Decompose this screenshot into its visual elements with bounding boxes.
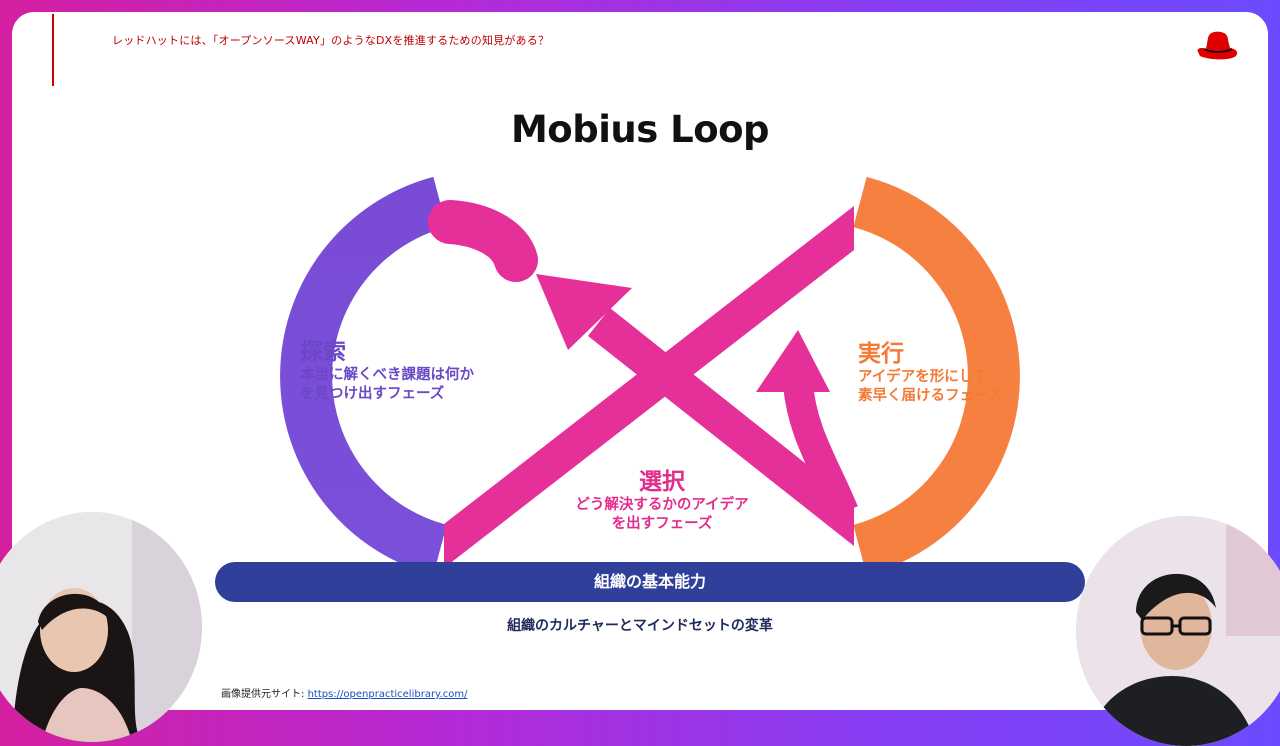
phase-execute: 実行 アイデアを形にして 素早く届けるフェーズ	[858, 340, 1002, 406]
speaker-video-right	[1076, 516, 1280, 746]
rising-arrow-shaft	[783, 382, 858, 518]
phase-select: 選択 どう解決するかのアイデア を出すフェーズ	[552, 468, 772, 534]
source-link[interactable]: https://openpracticelibrary.com/	[307, 689, 468, 700]
phase-select-line1: どう解決するかのアイデア	[575, 497, 749, 513]
phase-explore-line2: を見つけ出すフェーズ	[300, 386, 445, 402]
loop-cap	[428, 200, 538, 282]
phase-explore: 探索 本当に解くべき課題は何か を見つけ出すフェーズ	[300, 338, 474, 404]
phase-select-line2: を出すフェーズ	[611, 516, 713, 532]
execute-arc	[853, 176, 1020, 576]
red-hat-logo-icon	[1197, 31, 1238, 60]
phase-explore-line1: 本当に解くべき課題は何か	[300, 367, 474, 383]
rising-band	[444, 206, 854, 568]
presentation-slide: レッドハットには、「オープンソースWAY」のようなDXを推進するための知見がある…	[12, 12, 1268, 710]
mobius-loop-diagram	[280, 176, 1020, 576]
culture-label: 組織のカルチャーとマインドセットの変革	[507, 618, 773, 634]
phase-execute-line1: アイデアを形にして	[858, 369, 988, 385]
phase-select-title: 選択	[639, 469, 685, 495]
accent-line	[52, 14, 54, 86]
image-source: 画像提供元サイト: https://openpracticelibrary.co…	[221, 685, 467, 700]
phase-explore-title: 探索	[300, 339, 346, 365]
question-caption: レッドハットには、「オープンソースWAY」のようなDXを推進するための知見がある…	[112, 34, 550, 47]
arrow-head-left	[536, 274, 632, 350]
phase-execute-title: 実行	[858, 341, 904, 367]
phase-execute-line2: 素早く届けるフェーズ	[858, 388, 1003, 404]
arrow-head-up	[756, 330, 830, 392]
speaker-video-left	[0, 512, 202, 742]
slide-title: Mobius Loop	[510, 108, 770, 151]
foundation-bar: 組織の基本能力	[215, 562, 1085, 602]
falling-band	[588, 308, 854, 546]
explore-arc	[280, 176, 447, 576]
source-label: 画像提供元サイト:	[221, 689, 308, 700]
